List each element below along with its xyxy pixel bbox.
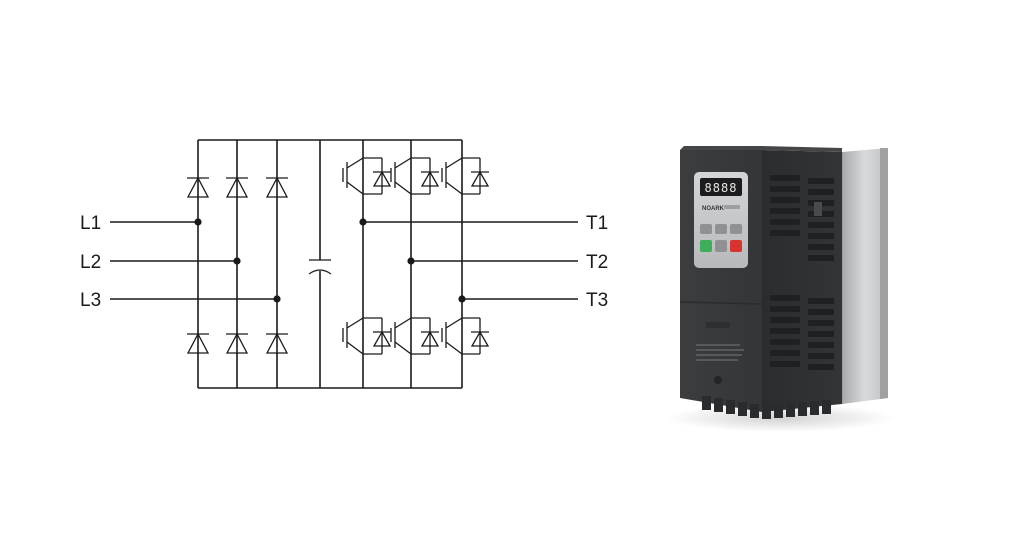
rectifier-leg-3: [265, 140, 289, 388]
output-lines: T1 T2 T3: [359, 213, 608, 311]
junction-l1: [194, 218, 202, 226]
junction-l2: [233, 257, 241, 265]
circuit-diagram: L1 L2 L3: [80, 139, 608, 389]
igbt-upper-3: [441, 157, 490, 195]
inverter-leg-1: [342, 140, 392, 388]
junction-t1: [359, 218, 367, 226]
stop-key[interactable]: [730, 240, 742, 252]
output-label-t3: T3: [586, 290, 608, 311]
heatsink: [841, 148, 888, 404]
run-key[interactable]: [700, 240, 712, 252]
input-label-l3: L3: [80, 290, 101, 311]
output-label-t1: T1: [586, 213, 608, 234]
diode-lower-2: [225, 332, 249, 354]
inverter-leg-3: [441, 140, 490, 388]
input-label-l2: L2: [80, 252, 101, 273]
junction-l3: [273, 295, 281, 303]
diode-upper-1: [186, 176, 210, 198]
terminal-feet: [702, 396, 831, 419]
input-lines: L1 L2 L3: [80, 213, 281, 311]
rectifier-leg-1: [186, 140, 210, 388]
igbt-lower-3: [441, 317, 490, 355]
keypad-panel: 8888 NOARK: [694, 172, 748, 268]
dc-link-capacitor: [308, 140, 332, 388]
inverter-leg-2: [390, 140, 440, 388]
diode-lower-1: [186, 332, 210, 354]
input-label-l1: L1: [80, 213, 101, 234]
igbt-upper-2: [390, 157, 440, 195]
enter-key[interactable]: [730, 224, 742, 234]
diode-upper-2: [225, 176, 249, 198]
igbt-lower-1: [342, 317, 392, 355]
diode-upper-3: [265, 176, 289, 198]
rectifier-bridge: [186, 140, 289, 388]
side-face: [762, 150, 842, 412]
down-key[interactable]: [715, 240, 727, 252]
menu-key[interactable]: [700, 224, 712, 234]
output-label-t2: T2: [586, 252, 608, 273]
igbt-upper-1: [342, 157, 392, 195]
brand-logo: NOARK: [702, 206, 725, 212]
display-readout: 8888: [705, 181, 738, 195]
inverter-bridge: [342, 140, 490, 388]
junction-t2: [407, 257, 415, 265]
diode-lower-3: [265, 332, 289, 354]
igbt-lower-2: [390, 317, 440, 355]
led-display: [700, 178, 742, 196]
vfd-product-image: 8888 NOARK: [665, 146, 895, 432]
junction-t3: [458, 295, 466, 303]
up-key[interactable]: [715, 224, 727, 234]
